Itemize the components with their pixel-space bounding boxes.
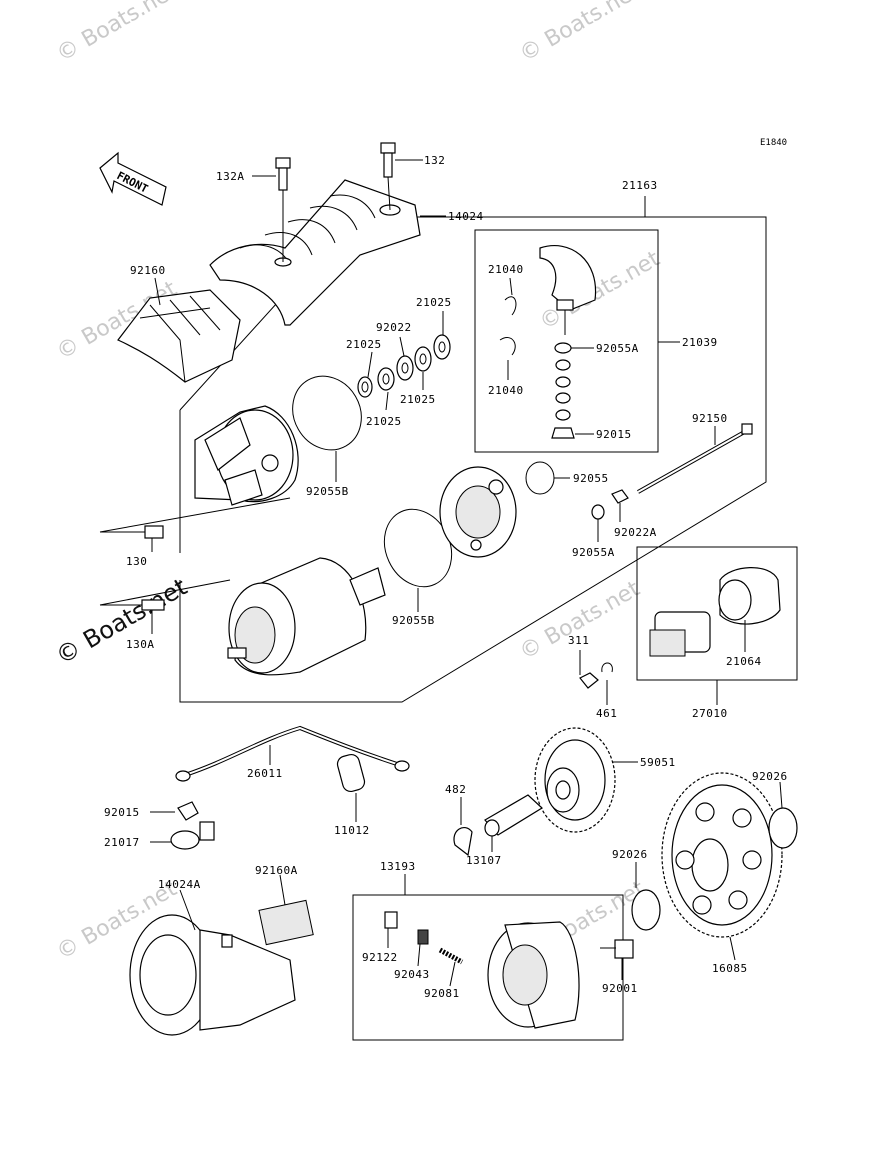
pinion-92001	[600, 939, 634, 959]
roller-92122	[384, 911, 398, 929]
part-label-132: 132	[424, 154, 445, 167]
part-label-130A: 130A	[126, 638, 155, 651]
part-label-92055B: 92055B	[306, 485, 349, 498]
part-label-92160A: 92160A	[255, 864, 298, 877]
part-label-11012: 11012	[334, 824, 370, 837]
lead-wire-26011	[175, 725, 410, 782]
part-label-16085: 16085	[712, 962, 748, 975]
part-label-14024A: 14024A	[158, 878, 201, 891]
through-bolt-92150	[637, 423, 753, 494]
watermark: © Boats.net	[51, 573, 192, 670]
part-label-482: 482	[445, 783, 466, 796]
part-label-92043: 92043	[394, 968, 430, 981]
part-label-59051: 59051	[640, 756, 676, 769]
washer-92026-right	[768, 807, 798, 849]
assembly-outline-27010	[636, 546, 798, 681]
part-label-92055: 92055	[573, 472, 609, 485]
part-label-92055A: 92055A	[572, 546, 615, 559]
part-label-92150: 92150	[692, 412, 728, 425]
starter-relay-27010	[579, 567, 781, 689]
leader-lines	[150, 159, 783, 987]
brush-holder-21039	[499, 245, 597, 439]
part-label-92015: 92015	[596, 428, 632, 441]
starter-cover-14024	[209, 179, 421, 326]
part-label-26011: 26011	[247, 767, 283, 780]
part-label-92122: 92122	[362, 951, 398, 964]
terminal-cap-11012	[336, 753, 366, 793]
part-label-21039: 21039	[682, 336, 718, 349]
front-cover-plate	[439, 466, 517, 558]
spring-92081	[438, 947, 464, 965]
figure-reference: E1840	[760, 138, 787, 148]
part-label-21040: 21040	[488, 263, 524, 276]
leader	[99, 579, 231, 606]
rubber-pad-92160	[117, 289, 241, 383]
part-label-92015: 92015	[104, 806, 140, 819]
part-label-21025: 21025	[366, 415, 402, 428]
bolt-132-icon	[380, 142, 396, 211]
part-label-92001: 92001	[602, 982, 638, 995]
o-ring-92055	[525, 461, 555, 495]
part-label-92055B: 92055B	[392, 614, 435, 627]
bolt-130A-icon	[100, 599, 165, 611]
part-label-92026: 92026	[752, 770, 788, 783]
part-label-92160: 92160	[130, 264, 166, 277]
bolt-132A-icon	[275, 157, 291, 262]
shaft-13107	[484, 794, 543, 837]
washer-92055A	[591, 504, 605, 520]
part-labels: 132A 132 21163 14024 92160 21025 92022 2…	[104, 154, 788, 1000]
part-label-311: 311	[568, 634, 589, 647]
part-label-130: 130	[126, 555, 147, 568]
part-label-21040: 21040	[488, 384, 524, 397]
washer-stack	[357, 334, 451, 398]
assembly-outline-21039	[474, 229, 659, 453]
watermark: © Boats.net	[53, 0, 182, 67]
insulator-21017	[170, 821, 215, 850]
leader	[99, 497, 291, 533]
part-label-21064: 21064	[726, 655, 762, 668]
part-label-14024: 14024	[448, 210, 484, 223]
starter-gear-16085	[661, 772, 783, 938]
front-arrow-icon: FRONT	[99, 151, 167, 206]
damper-92160A	[258, 899, 314, 946]
part-label-21025: 21025	[400, 393, 436, 406]
end-cover-left	[194, 405, 299, 506]
part-label-27010: 27010	[692, 707, 728, 720]
motor-housing	[227, 557, 386, 676]
nut-92022A	[611, 489, 629, 504]
part-label-13193: 13193	[380, 860, 416, 873]
pin-92043	[417, 929, 429, 945]
part-label-461: 461	[596, 707, 617, 720]
part-label-92022A: 92022A	[614, 526, 657, 539]
nut-92015	[177, 801, 199, 821]
part-label-13107: 13107	[466, 854, 502, 867]
starter-cover-14024A	[129, 914, 296, 1036]
part-label-92055A: 92055A	[596, 342, 639, 355]
part-label-132A: 132A	[216, 170, 245, 183]
part-label-21025: 21025	[346, 338, 382, 351]
o-ring-92055B	[292, 375, 362, 451]
part-label-21163: 21163	[622, 179, 658, 192]
part-label-92081: 92081	[424, 987, 460, 1000]
idle-gear-59051	[534, 727, 616, 833]
circlip-482	[453, 827, 473, 857]
washer-92026-left	[631, 889, 661, 931]
assembly-outline-13193	[352, 894, 624, 1041]
bolt-130-icon	[100, 525, 164, 539]
part-label-92026: 92026	[612, 848, 648, 861]
part-label-92022: 92022	[376, 321, 412, 334]
clutch-13193	[384, 911, 580, 1029]
part-label-21017: 21017	[104, 836, 140, 849]
part-label-21025: 21025	[416, 296, 452, 309]
watermark: © Boats.net	[516, 0, 645, 67]
